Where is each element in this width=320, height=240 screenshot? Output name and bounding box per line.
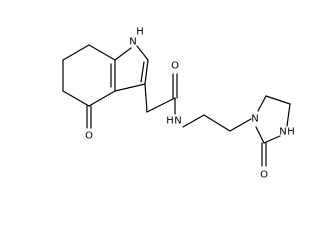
bond <box>62 44 90 61</box>
atom-label-h-indole: H <box>136 27 144 38</box>
bond <box>144 59 149 85</box>
bond <box>229 118 252 132</box>
bond <box>114 47 132 61</box>
atom-label-n-imidazolidinone-3: N <box>279 127 286 138</box>
bond <box>114 83 146 92</box>
bond <box>88 44 116 61</box>
structure-diagram: O H N O N H N O N H <box>62 27 295 181</box>
bond <box>265 95 291 105</box>
bond <box>146 97 176 113</box>
bond <box>203 114 231 132</box>
bond <box>62 90 90 107</box>
bond <box>144 83 148 113</box>
atom-label-o-ketone: O <box>85 131 93 142</box>
bond-lines <box>62 44 291 167</box>
bond <box>257 95 267 112</box>
atom-label-o-amide: O <box>171 61 179 72</box>
atom-label-n-amide: N <box>174 116 181 127</box>
bond <box>255 126 265 144</box>
bond <box>263 135 281 144</box>
atom-label-n-imidazolidinone-1: N <box>251 114 258 125</box>
bond <box>136 45 149 61</box>
atom-label-o-imidazolidinone: O <box>260 170 268 181</box>
atom-label-h-imidazolidinone-3: H <box>287 127 295 138</box>
bond <box>88 90 116 107</box>
molecule-canvas: O H N O N H N O N H <box>62 26 295 181</box>
atom-labels: O H N O N H N O N H <box>85 27 295 181</box>
bond <box>140 61 145 83</box>
atom-label-h-amide: H <box>166 116 174 127</box>
bond <box>286 103 291 127</box>
bond <box>182 114 205 128</box>
atom-label-n-indole: N <box>129 37 136 48</box>
